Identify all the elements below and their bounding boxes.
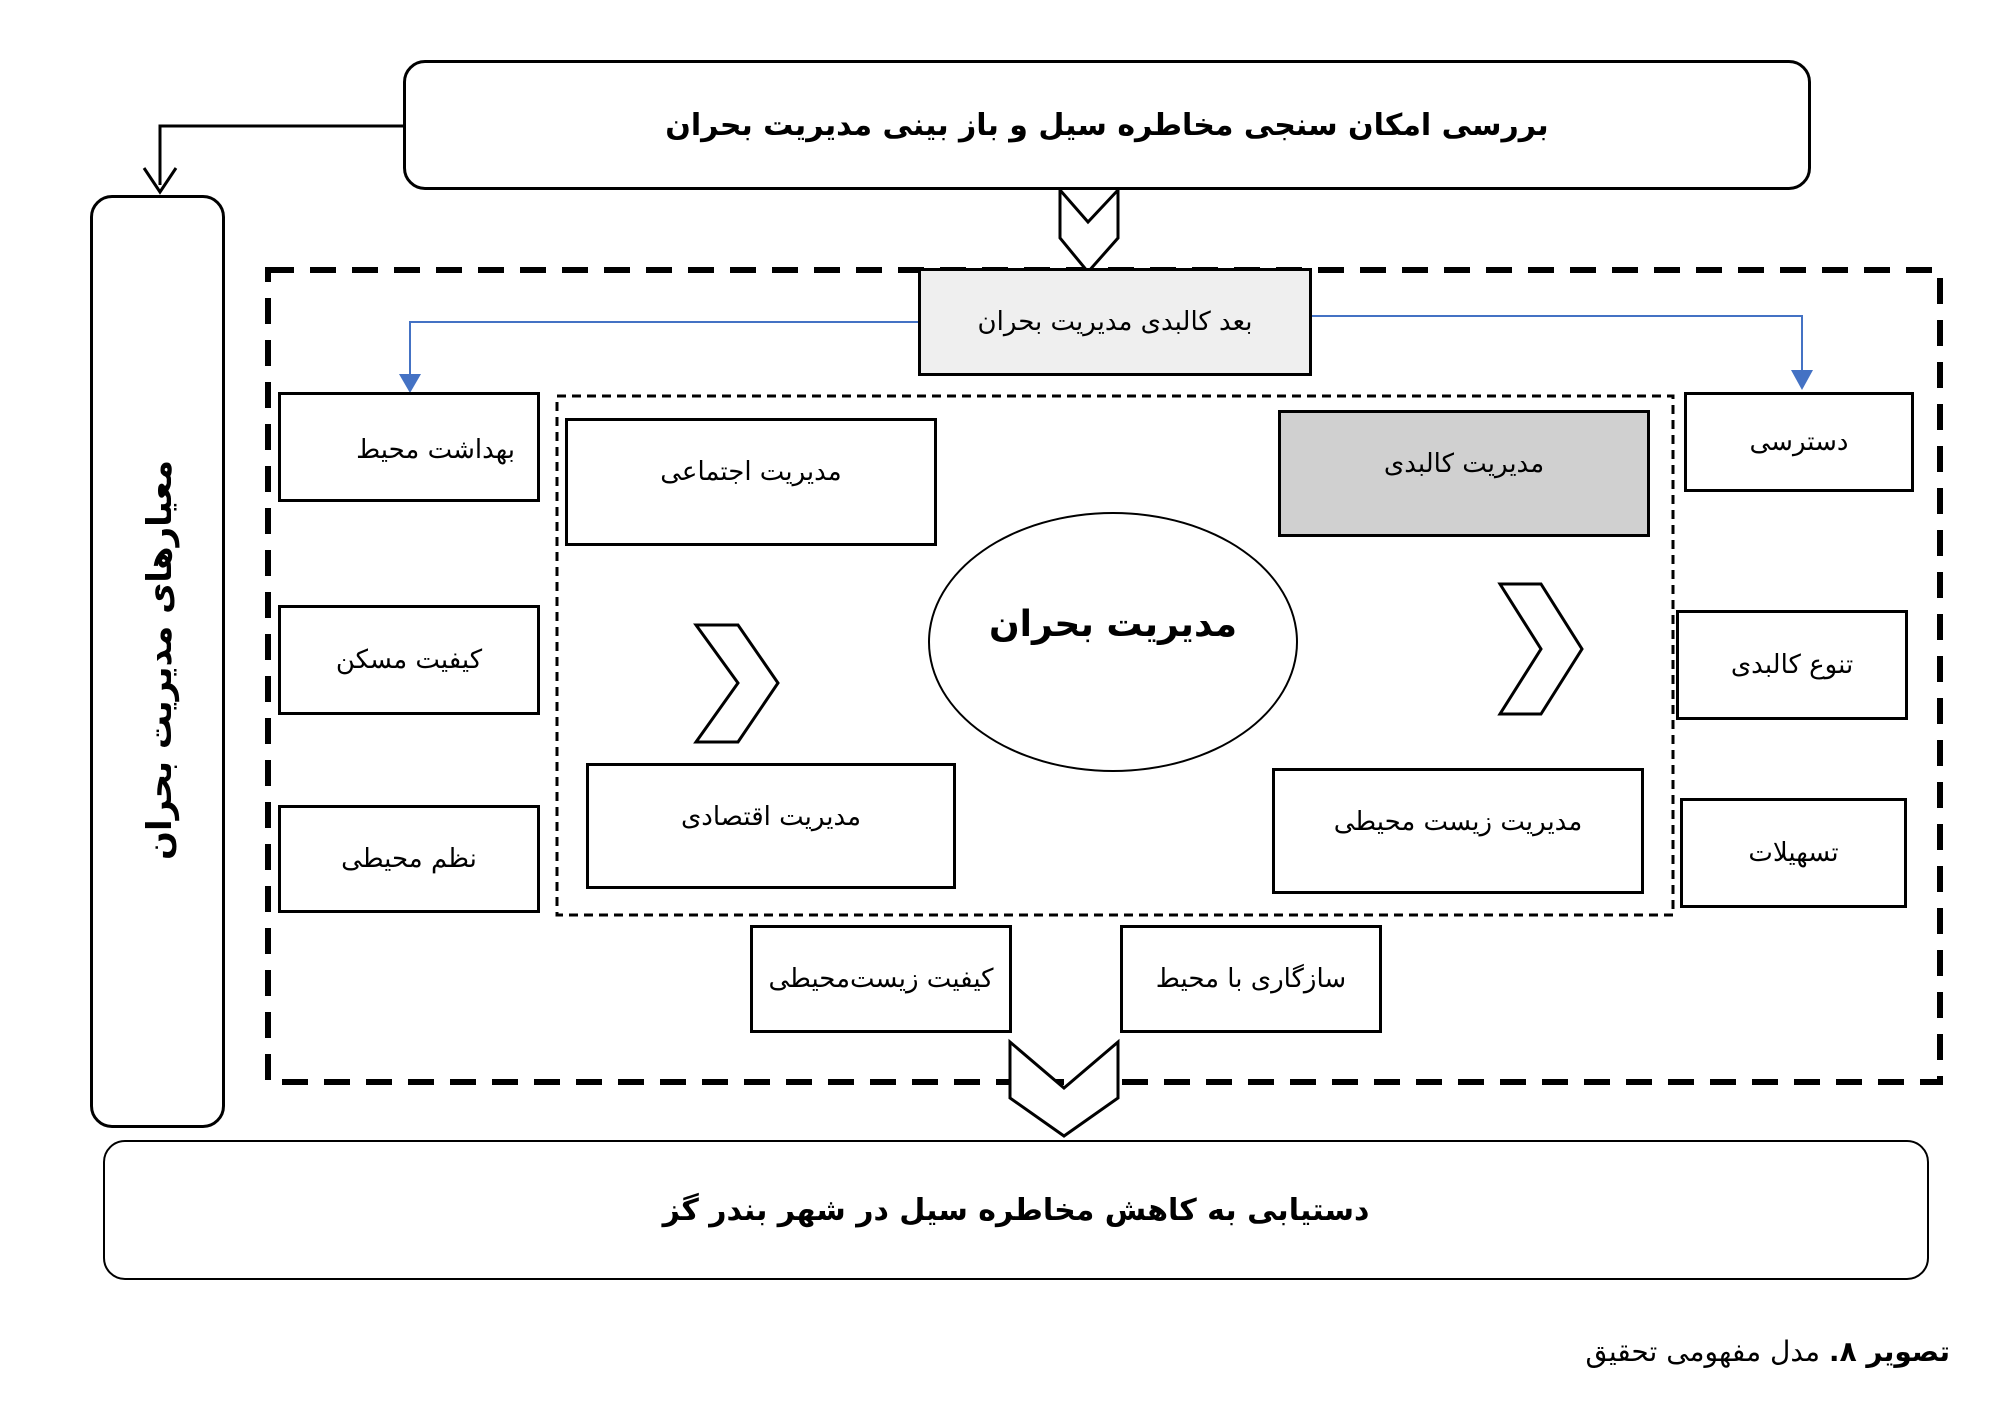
physical-management-label: مدیریت کالبدی [1383,449,1545,479]
left-item-label: نظم محیطی [341,844,477,874]
right-item-label: تسهیلات [1748,838,1839,868]
top-box-label: بررسی امکان سنجی مخاطره سیل و باز بینی م… [665,107,1549,143]
left-item-label: بهداشت محیط [356,435,515,465]
top-down-chevron [1058,186,1120,275]
environmental-management-label: مدیریت زیست محیطی [1333,807,1583,837]
header-right-connector [1245,315,1803,378]
right-item-label: تنوع کالبدی [1730,650,1854,680]
left-item-environmental-health: بهداشت محیط [278,392,540,502]
bottom-item-label: سازگاری با محیط [1155,964,1347,994]
social-management-label: مدیریت اجتماعی [660,457,842,487]
bottom-item-environmental-quality: کیفیت زیست‌محیطی [750,925,1012,1033]
top-box: بررسی امکان سنجی مخاطره سیل و باز بینی م… [403,60,1811,190]
bottom-box: دستیابی به کاهش مخاطره سیل در شهر بندر گ… [103,1140,1929,1280]
left-chevron [693,623,780,744]
bottom-down-chevron [1008,1038,1120,1138]
header-left-arrowhead [399,374,421,393]
figure-caption: تصویر ۸. مدل مفهومی تحقیق [1585,1335,1950,1368]
center-header-label: بعد کالبدی مدیریت بحران [977,307,1253,337]
header-right-arrowhead [1791,370,1813,390]
physical-management-box: مدیریت کالبدی [1278,410,1650,537]
header-left-connector [409,321,990,382]
side-box-label: معیارهای مدیریت بحران [140,459,180,861]
bottom-item-environment-compatibility: سازگاری با محیط [1120,925,1382,1033]
center-header-box: بعد کالبدی مدیریت بحران [918,268,1312,376]
right-item-facilities: تسهیلات [1680,798,1907,908]
crisis-management-label: مدیریت بحران [988,603,1238,645]
top-to-side-connector [158,124,405,185]
figure-caption-label: تصویر ۸. [1828,1335,1950,1368]
right-chevron [1497,582,1584,716]
crisis-management-ellipse: مدیریت بحران [928,512,1298,772]
economic-management-label: مدیریت اقتصادی [680,802,862,832]
bottom-item-label: کیفیت زیست‌محیطی [768,964,994,994]
right-item-access: دسترسی [1684,392,1914,492]
right-item-label: دسترسی [1749,427,1849,457]
figure-caption-text: مدل مفهومی تحقیق [1585,1335,1821,1368]
bottom-box-label: دستیابی به کاهش مخاطره سیل در شهر بندر گ… [662,1192,1370,1228]
left-item-housing-quality: کیفیت مسکن [278,605,540,715]
economic-management-box: مدیریت اقتصادی [586,763,956,889]
social-management-box: مدیریت اجتماعی [565,418,937,546]
left-item-environmental-order: نظم محیطی [278,805,540,913]
environmental-management-box: مدیریت زیست محیطی [1272,768,1644,894]
right-item-physical-diversity: تنوع کالبدی [1676,610,1908,720]
inner-dashed-frame [555,394,1675,917]
left-item-label: کیفیت مسکن [335,645,483,675]
top-to-side-arrowhead [142,167,178,195]
side-box [90,195,225,1128]
